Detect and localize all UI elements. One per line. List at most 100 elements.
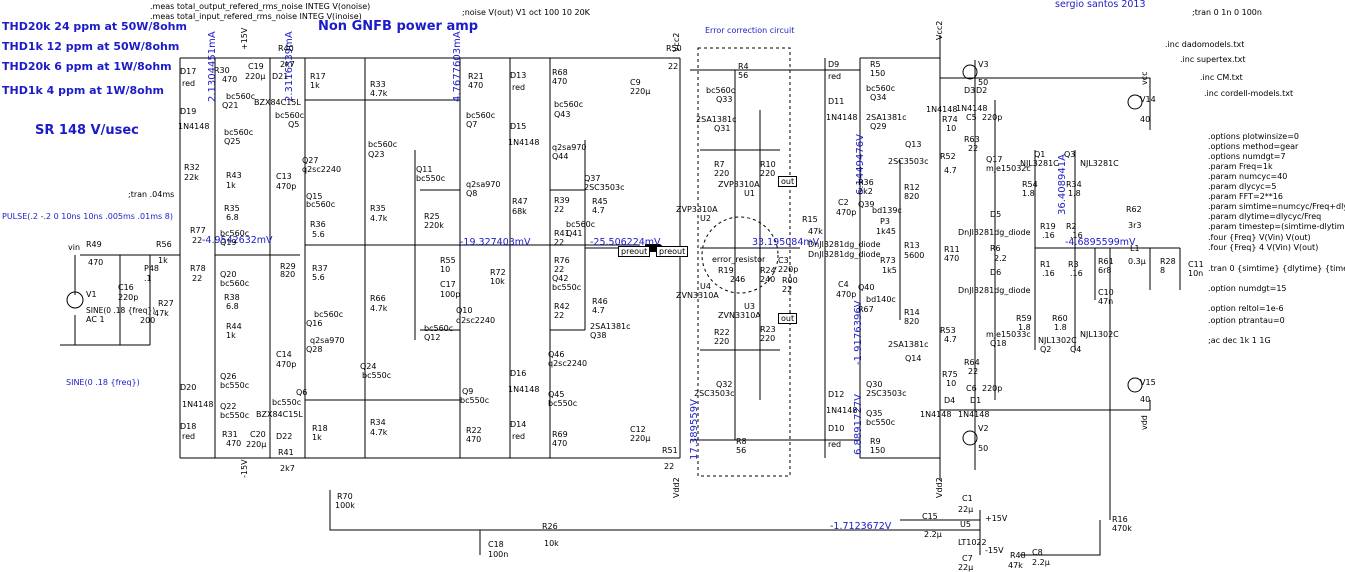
label-r56: R56 — [156, 240, 172, 249]
label-r12: R12 — [904, 183, 920, 192]
value-r24: 240 — [760, 275, 776, 284]
label-d11: D11 — [828, 97, 845, 106]
ac-directive: ;ac dec 1k 1 1G — [1208, 336, 1271, 345]
label-v3: V3 — [978, 60, 989, 69]
label-c12: C12 — [630, 425, 646, 434]
label-q45: Q45 — [548, 390, 565, 399]
value-v14: 40 — [1140, 115, 1151, 124]
label-c20: C20 — [250, 430, 266, 439]
label-dn2: DnJl3281dg_diode — [808, 250, 881, 259]
param-freq: .param Freq=1k — [1208, 162, 1273, 171]
value-r43: 1k — [226, 181, 236, 190]
label-q16: Q16 — [306, 319, 323, 328]
type-d6: DnJl3281dg_diode — [958, 286, 1031, 295]
value-c6: 220p — [982, 384, 1003, 393]
type-q17: mje15032c — [986, 164, 1031, 173]
type-q21: bc560c — [226, 92, 256, 101]
slew-rate-label: SR 148 V/usec — [35, 123, 139, 138]
label-d10: D10 — [828, 424, 845, 433]
type-q46: q2sc2240 — [548, 359, 588, 368]
noise-directive: ;noise V(out) V1 oct 100 10 20K — [462, 8, 590, 17]
value-d3: 1N4148 — [926, 105, 958, 114]
value-r34: 4.7k — [370, 428, 388, 437]
label-c9: C9 — [630, 78, 641, 87]
type-q10: q2sc2240 — [456, 316, 496, 325]
label-q46: Q46 — [548, 350, 565, 359]
value-l1: 0.3µ — [1128, 257, 1146, 266]
value-c4: 470p — [836, 290, 857, 299]
value-r54: 1.8 — [1022, 189, 1035, 198]
value-d9: red — [828, 72, 842, 81]
value-r42: 22 — [554, 311, 565, 320]
label-c6: C6 — [966, 384, 977, 393]
label-r52: R52 — [940, 152, 956, 161]
label-v14: V14 — [1140, 95, 1156, 104]
value-c17: 100p — [440, 290, 461, 299]
spec-thd1k-50w: THD1k 12 ppm at 50W/8ohm — [2, 40, 180, 53]
type-q11: bc550c — [416, 174, 446, 183]
label-c13: C13 — [276, 172, 292, 181]
value-c7: 22µ — [958, 563, 974, 572]
type-q13: 2SC3503c — [888, 157, 929, 166]
value-r68: 470 — [552, 77, 568, 86]
label-q43: Q43 — [554, 110, 571, 119]
value-r45: 4.7 — [592, 206, 605, 215]
label-r18: R18 — [312, 424, 328, 433]
value-c10: 47n — [1098, 297, 1114, 306]
type-q25: bc560c — [224, 128, 254, 137]
net-plus15-servo: +15V — [985, 514, 1008, 523]
net-minus15-servo: -15V — [985, 546, 1004, 555]
label-d3: D3 — [964, 86, 976, 95]
value-r15: 47k — [808, 227, 823, 236]
label-r9: R9 — [870, 437, 881, 446]
label-r6: R6 — [990, 244, 1001, 253]
label-c16: C16 — [118, 283, 134, 292]
label-r21: R21 — [468, 72, 484, 81]
label-d22: D22 — [276, 432, 293, 441]
spec-thd1k-1w: THD1k 4 ppm at 1W/8ohm — [2, 84, 164, 97]
label-r53: R53 — [940, 326, 956, 335]
net-plus15-left: +15V — [240, 27, 249, 50]
net-vdd: vdd — [1140, 415, 1149, 430]
label-c18: C18 — [488, 540, 504, 549]
label-l1: L1 — [1130, 244, 1140, 253]
type-q45: bc550c — [548, 399, 578, 408]
type-q23: bc560c — [368, 140, 398, 149]
type-q16: bc560c — [314, 310, 344, 319]
label-q18: Q18 — [990, 339, 1007, 348]
label-q2: Q2 — [1040, 345, 1052, 354]
error-correction-label: Error correction circuit — [705, 26, 795, 35]
label-d21: D21 — [272, 72, 289, 81]
label-r59: R59 — [1016, 314, 1032, 323]
label-r14: R14 — [904, 308, 920, 317]
include-supertex: .inc supertex.txt — [1180, 55, 1246, 64]
value-r70: 100k — [335, 501, 355, 510]
param-fft: .param FFT=2**16 — [1208, 192, 1283, 201]
value-p3: 1k45 — [876, 227, 896, 236]
net-out-bottom: out — [778, 313, 798, 324]
type-q15: bc560c — [306, 200, 336, 209]
label-r45: R45 — [592, 197, 608, 206]
value-r19b: .16 — [1042, 231, 1055, 240]
label-r64: R64 — [964, 358, 980, 367]
label-d6: D6 — [990, 268, 1002, 277]
label-d5: D5 — [990, 210, 1002, 219]
probe-v2: -19.327403mV — [460, 237, 531, 248]
meas-input-noise: .meas total_input_refered_rms_noise INTE… — [150, 12, 362, 21]
label-bzx-top: BZX84C15L — [254, 98, 301, 107]
include-cm: .inc CM.txt — [1200, 73, 1243, 82]
type-q43: bc560c — [554, 100, 584, 109]
label-r16: R16 — [1112, 515, 1128, 524]
label-d12: D12 — [828, 390, 845, 399]
value-v15: 40 — [1140, 395, 1151, 404]
type-q27: q2sc2240 — [302, 165, 342, 174]
label-r77: R77 — [190, 226, 206, 235]
label-r75: R75 — [942, 370, 958, 379]
probe-v1: -4.9542632mV — [202, 235, 273, 246]
label-r8: R8 — [736, 437, 747, 446]
param-dlytime: .param dlytime=dlycyc/Freq — [1208, 212, 1322, 221]
value-r18: 1k — [312, 433, 322, 442]
value-r74: 10 — [946, 124, 957, 133]
value-r9: 150 — [870, 446, 886, 455]
value-c14: 470p — [276, 360, 297, 369]
